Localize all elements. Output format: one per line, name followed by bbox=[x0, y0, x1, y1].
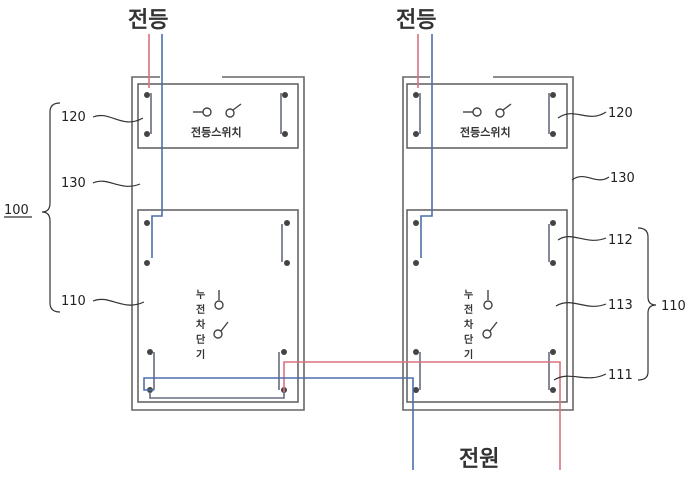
ref-111: 111 bbox=[608, 368, 633, 383]
left-housing-outline bbox=[131, 76, 305, 411]
svg-text:단: 단 bbox=[464, 333, 474, 346]
ref-120-right: 120 bbox=[608, 106, 633, 121]
terminal bbox=[284, 260, 290, 266]
left-switch-symbol bbox=[193, 103, 242, 118]
terminal bbox=[147, 349, 153, 355]
ref-110-right: 110 bbox=[661, 299, 686, 314]
left-switch-label: 전등스위치 bbox=[191, 125, 242, 139]
svg-text:차: 차 bbox=[464, 318, 474, 331]
right-switch-symbol bbox=[463, 103, 512, 118]
ref-130-right: 130 bbox=[610, 171, 635, 186]
terminal bbox=[144, 260, 150, 266]
gray-link-wire bbox=[149, 392, 285, 399]
left-breaker-symbol bbox=[213, 290, 229, 339]
ref-130-left: 130 bbox=[61, 176, 86, 191]
left-unit bbox=[131, 76, 305, 411]
svg-text:단: 단 bbox=[196, 333, 206, 346]
terminal bbox=[144, 220, 150, 226]
power-wires bbox=[143, 361, 561, 470]
leader-113 bbox=[555, 301, 607, 307]
ref-100: 100 bbox=[4, 203, 29, 218]
terminal bbox=[550, 260, 556, 266]
svg-text:전: 전 bbox=[464, 303, 473, 316]
ref-110-left: 110 bbox=[61, 294, 86, 309]
leader-120-left bbox=[92, 114, 144, 123]
ref-120-left: 120 bbox=[61, 110, 86, 125]
terminal bbox=[550, 349, 556, 355]
blue-power-wire bbox=[143, 377, 414, 470]
svg-text:전: 전 bbox=[196, 303, 205, 316]
lamp-label-right: 전등 bbox=[396, 8, 436, 33]
right-breaker-symbol bbox=[482, 290, 498, 339]
right-breaker-label: 누 전 차 단 기 bbox=[464, 289, 474, 361]
leader-111 bbox=[553, 373, 607, 381]
terminal bbox=[284, 220, 290, 226]
left-terminals bbox=[144, 92, 290, 393]
terminal bbox=[413, 92, 419, 98]
left-wires bbox=[148, 34, 283, 390]
left-switch-box bbox=[137, 83, 299, 149]
terminal bbox=[550, 92, 556, 98]
svg-text:누: 누 bbox=[464, 289, 473, 301]
ref-112: 112 bbox=[608, 233, 633, 248]
svg-text:차: 차 bbox=[196, 318, 206, 331]
terminal bbox=[413, 349, 419, 355]
terminal bbox=[282, 92, 288, 98]
right-unit bbox=[402, 76, 574, 411]
terminal bbox=[413, 131, 419, 137]
left-reference-markers bbox=[4, 102, 145, 313]
terminal bbox=[550, 131, 556, 137]
leader-120-right bbox=[557, 111, 607, 119]
left-breaker-label: 누 전 차 단 기 bbox=[196, 289, 206, 361]
right-switch-box bbox=[406, 83, 568, 149]
leader-110-left bbox=[92, 298, 145, 306]
right-switch-label: 전등스위치 bbox=[460, 125, 511, 139]
leader-130-left bbox=[92, 180, 141, 187]
leader-130-right bbox=[571, 175, 610, 181]
terminal bbox=[144, 131, 150, 137]
svg-text:기: 기 bbox=[464, 348, 473, 361]
right-reference-markers bbox=[553, 111, 657, 381]
right-housing-outline bbox=[402, 76, 574, 411]
bracket-110 bbox=[637, 227, 657, 381]
leader-112 bbox=[557, 235, 607, 241]
terminal bbox=[413, 387, 419, 393]
right-breaker-box bbox=[406, 209, 568, 403]
terminal bbox=[413, 260, 419, 266]
right-wires bbox=[417, 34, 550, 390]
terminal bbox=[550, 387, 556, 393]
right-terminals bbox=[413, 92, 556, 393]
ref-113: 113 bbox=[608, 298, 633, 313]
terminal bbox=[281, 349, 287, 355]
terminal bbox=[413, 220, 419, 226]
terminal bbox=[282, 131, 288, 137]
lamp-label-left: 전등 bbox=[128, 8, 168, 33]
bracket-100 bbox=[41, 102, 61, 313]
red-power-wire bbox=[283, 361, 561, 470]
right-blue-lamp-wire bbox=[420, 34, 433, 258]
svg-text:기: 기 bbox=[196, 348, 205, 361]
svg-text:누: 누 bbox=[196, 289, 205, 301]
terminal bbox=[144, 92, 150, 98]
left-breaker-box bbox=[137, 209, 299, 403]
terminal bbox=[550, 220, 556, 226]
left-blue-lamp-wire bbox=[151, 34, 163, 258]
power-label: 전원 bbox=[459, 447, 499, 472]
